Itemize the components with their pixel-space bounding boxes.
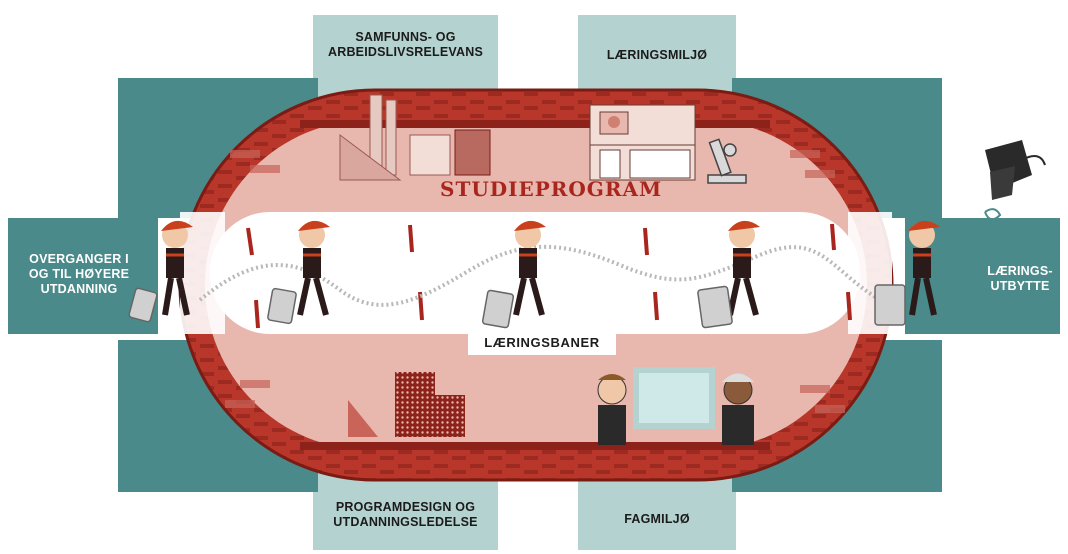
student-figure-icon (161, 220, 940, 316)
panel-bottom-right (578, 470, 736, 550)
teacher-icon (597, 367, 754, 445)
label-bottom-right: FAGMILJØ (624, 512, 690, 526)
path-label: LÆRINGSBANER (468, 331, 616, 355)
label-top-left: SAMFUNNS- OG ARBEIDSLIVSRELEVANS (328, 30, 483, 59)
label-right: LÆRINGS- UTBYTTE (987, 264, 1053, 293)
label-left: OVERGANGER I OG TIL HØYERE UTDANNING (28, 252, 130, 296)
brick-blocks-icon (348, 372, 465, 437)
factory-icon (339, 94, 491, 181)
center-title: STUDIEPROGRAM (440, 177, 663, 201)
building-icon (589, 104, 696, 181)
label-bottom-left: PROGRAMDESIGN OG UTDANNINGSLEDELSE (333, 500, 478, 529)
microscope-icon (707, 138, 747, 184)
graduation-cap-icon (984, 140, 1046, 221)
lane-markers (246, 223, 852, 329)
label-top-right: LÆRINGSMILJØ (606, 48, 708, 62)
panel-bottom-left (313, 470, 498, 550)
suitcase-icon (128, 284, 906, 329)
